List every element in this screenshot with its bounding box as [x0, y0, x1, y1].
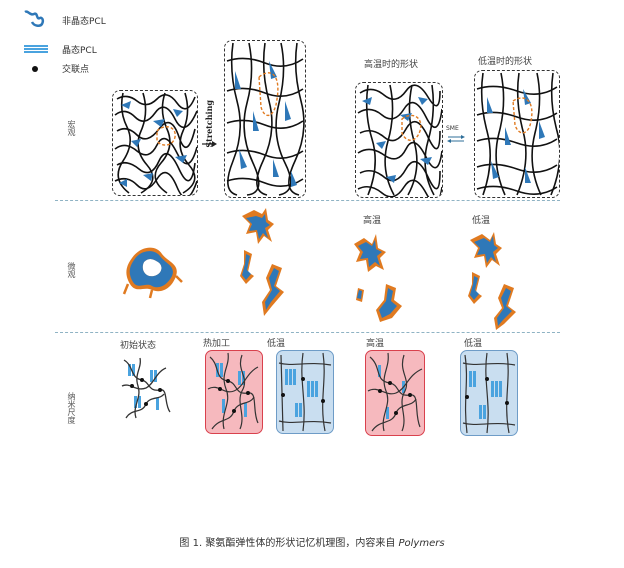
low-temp-shape-label: 低温时的形状 — [478, 57, 533, 67]
high-temp-shape-label: 高温时的形状 — [364, 60, 419, 70]
arrow-right-icon — [202, 140, 218, 148]
sme-arrows-icon — [446, 133, 466, 145]
amorphous-pcl-icon — [22, 8, 46, 30]
nano-low-temp-2-label: 低温 — [464, 339, 483, 349]
sme-label: SME — [446, 125, 459, 132]
crystalline-pcl-icon — [24, 44, 48, 54]
caption-text: 图 1. 聚氨酯弹性体的形状记忆机理图，内容来自 — [179, 538, 399, 549]
nano-box-high-temp — [365, 350, 425, 436]
legend-label-amorphous: 非晶态PCL — [62, 17, 106, 27]
nano-low-temp-1-label: 低温 — [267, 339, 286, 349]
macro-panel-low-temp — [474, 70, 560, 198]
micro-shape-stretched — [232, 206, 294, 322]
macro-panel-stretched — [224, 40, 306, 198]
figure-caption: 图 1. 聚氨酯弹性体的形状记忆机理图，内容来自 Polymers — [0, 534, 624, 549]
micro-shape-high-temp — [350, 230, 410, 326]
legend-label-crystalline: 晶态PCL — [62, 46, 97, 56]
row-label-nano: 纳米尺度 — [67, 392, 76, 424]
separator-bottom — [55, 332, 560, 333]
nano-box-low-temp-2 — [460, 350, 518, 436]
micro-shape-initial — [122, 240, 184, 300]
macro-panel-high-temp — [355, 82, 443, 198]
stretching-label: Stretching — [204, 100, 214, 148]
nano-box-low-temp-1 — [276, 350, 334, 434]
row-label-macro: 宏观 — [67, 120, 76, 136]
nano-initial-label: 初始状态 — [120, 341, 157, 351]
crosslink-point-icon — [31, 65, 39, 73]
nano-box-hot-work — [205, 350, 263, 434]
micro-shape-low-temp — [462, 228, 524, 332]
caption-source: Polymers — [398, 538, 445, 549]
macro-panel-initial — [112, 90, 198, 196]
nano-network-initial — [120, 356, 172, 422]
nano-hot-work-label: 热加工 — [203, 339, 231, 349]
row-label-micro: 微观 — [67, 262, 76, 278]
micro-high-temp-label: 高温 — [363, 216, 382, 226]
nano-high-temp-label: 高温 — [366, 339, 385, 349]
separator-top — [55, 200, 560, 201]
legend-label-crosslink: 交联点 — [62, 65, 90, 75]
micro-low-temp-label: 低温 — [472, 216, 491, 226]
